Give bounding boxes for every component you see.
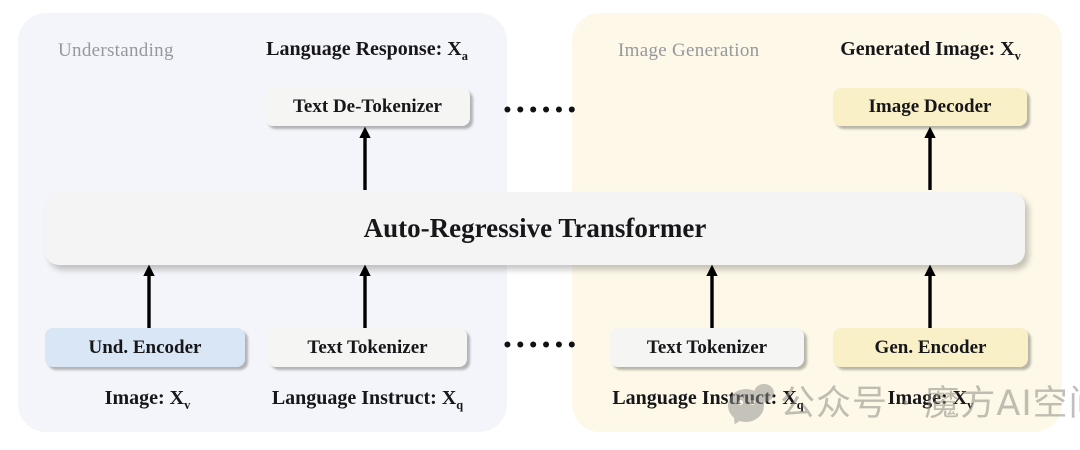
image-input-label-left: Image: Xv <box>45 387 250 413</box>
image-right-text: Image: X <box>887 387 968 409</box>
language-response-text: Language Response: X <box>266 38 462 60</box>
image-left-text: Image: X <box>104 387 185 409</box>
image-decoder-box: Image Decoder <box>833 88 1027 126</box>
ellipsis-dots-top: •••••• <box>502 101 580 121</box>
instruct-left-text: Language Instruct: X <box>271 387 457 409</box>
image-left-subscript: v <box>184 398 191 412</box>
auto-regressive-transformer-box: Auto-Regressive Transformer <box>45 192 1025 265</box>
ellipsis-dots-bottom: •••••• <box>502 336 580 356</box>
instruct-right-subscript: q <box>796 398 804 412</box>
image-right-subscript: v <box>967 398 974 412</box>
image-generation-section-label: Image Generation <box>618 40 760 61</box>
und-encoder-box: Und. Encoder <box>45 328 245 367</box>
language-instruct-label-right: Language Instruct: Xq <box>588 387 828 413</box>
generated-image-subscript: v <box>1014 49 1021 63</box>
generated-image-text: Generated Image: X <box>840 38 1015 60</box>
text-tokenizer-right-box: Text Tokenizer <box>610 328 804 367</box>
language-response-subscript: a <box>461 49 468 63</box>
language-instruct-label-left: Language Instruct: Xq <box>245 387 490 413</box>
understanding-section-label: Understanding <box>58 40 174 61</box>
instruct-right-text: Language Instruct: X <box>612 387 797 409</box>
gen-encoder-box: Gen. Encoder <box>833 328 1028 367</box>
image-input-label-right: Image: Xv <box>828 387 1033 413</box>
text-tokenizer-left-box: Text Tokenizer <box>268 328 467 367</box>
text-detokenizer-box: Text De-Tokenizer <box>265 88 470 126</box>
instruct-left-subscript: q <box>456 398 464 412</box>
language-response-label: Language Response: Xa <box>242 38 492 64</box>
generated-image-label: Generated Image: Xv <box>828 38 1033 64</box>
